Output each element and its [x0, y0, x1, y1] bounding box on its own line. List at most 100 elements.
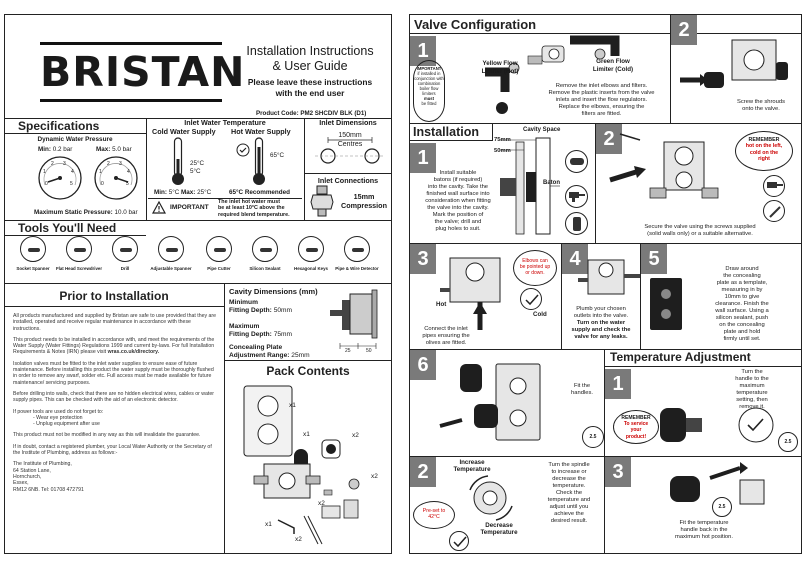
important-note-line1: The inlet hot water must	[218, 199, 280, 205]
pack-qty: x1	[289, 402, 296, 409]
prior-p7: If in doubt, contact a registered plumbe…	[13, 443, 212, 457]
detector-icon	[565, 212, 588, 235]
static-pressure-label: Maximum Static Pressure:	[34, 209, 113, 216]
cavity-dim-50mm: 50mm	[494, 148, 511, 154]
valve-step1-text-4: filters are fitted.	[581, 111, 622, 117]
install-step5-text-3: measuring in by	[721, 287, 763, 293]
tool-label: Silicon Sealant	[249, 266, 281, 271]
install-step5-text-5: clearance. Finish the	[715, 301, 769, 307]
temp-step1-text-0: Turn the	[741, 369, 763, 375]
prior-p4: Before drilling into walls, check that t…	[13, 390, 214, 404]
install-step4-text-0: Plumb your chosen	[576, 306, 626, 312]
gauge-max-tick: 5	[126, 181, 129, 187]
valve-config-header-bar	[409, 14, 802, 34]
prior-addr-2: Hornchurch,	[13, 473, 42, 480]
install-step1-text-4: consideration when fitting	[425, 198, 491, 204]
install-step5-text: Draw around the concealing plate as a te…	[686, 266, 798, 343]
temp-step1-text-4: setting, then	[736, 397, 768, 403]
gauge-max-tick: 3	[119, 161, 122, 167]
prior-text: All products manufactured and supplied b…	[13, 313, 219, 493]
install-row2-divider	[409, 243, 802, 244]
static-pressure-value: 10.0 bar	[114, 209, 138, 216]
cavity-min-value: 50mm	[273, 307, 293, 314]
prior-addr-4: RM12 6NB. Tel: 01708 472791	[13, 486, 84, 493]
temp-step1-text-3: temperature	[736, 390, 768, 396]
spindle-adjust-diagram	[469, 475, 513, 521]
temp-step2-text-2: decrease the	[552, 476, 586, 482]
doc-subtitle: Please leave these instructions with the…	[230, 77, 390, 99]
cavity-dim-75: 75mm	[494, 137, 511, 143]
prior-addr-1: 64 Station Lane,	[13, 467, 51, 474]
valve-important-5: limiters	[422, 91, 436, 96]
concealing-plate-diagram	[650, 278, 682, 330]
install-step2-text-1: (solid walls only) or a suitable alterna…	[647, 231, 753, 237]
spec-col-divider2	[304, 118, 305, 220]
hot-thermometer-icon	[253, 137, 265, 185]
check-icon	[520, 288, 542, 310]
valve-important-0: IMPORTANT	[416, 66, 442, 71]
tool-label: Flat Head Screwdriver	[55, 266, 103, 271]
socket-spanner-icon	[20, 236, 46, 262]
pressure-min-label: Min:	[38, 146, 51, 153]
flow-limiter-diagram	[485, 35, 620, 114]
valve-step2-text-0: Screw the shrouds	[736, 99, 785, 105]
install-step3-text-2: olives are fitted.	[425, 340, 467, 346]
install-step-6-badge: 6	[410, 350, 436, 380]
prior-p2-link[interactable]: wras.co.uk/directory.	[107, 349, 160, 356]
valve-step1-text-0: Remove the inlet elbows and filters.	[555, 83, 648, 89]
install-step6-text-0: Fit the	[573, 383, 591, 389]
increase-temp-1: Temperature	[453, 466, 491, 474]
prior-p3: Isolation valves must be fitted to the i…	[13, 360, 214, 386]
install-step1-text-8: plug holes to suit.	[435, 226, 481, 232]
baton-label: Baton	[543, 180, 560, 186]
temp-row2-divider	[409, 456, 802, 457]
yellow-limiter-line1: Yellow Flow	[482, 60, 518, 67]
cavity-plate-label: Concealing Plate	[229, 344, 283, 351]
tools-title-underline	[4, 235, 146, 236]
install-step-5-badge: 5	[641, 244, 667, 274]
temp-step2-text-8: desired result.	[550, 518, 588, 524]
adjustable-spanner-icon	[158, 236, 184, 262]
temp-step3-text-2: maximum hot position.	[675, 534, 733, 540]
pressure-gauge-max	[94, 156, 138, 200]
cavity-dim-50: 50	[366, 348, 372, 354]
centres-label: Centres	[337, 141, 363, 148]
secure-valve-diagram	[609, 133, 719, 199]
check-icon-2	[449, 531, 469, 551]
gauge-min-tick: 2	[51, 161, 54, 167]
pipe-cutter-icon	[206, 236, 232, 262]
doc-title-line2: & User Guide	[272, 59, 348, 73]
gauge-min-tick: 0	[45, 181, 48, 187]
static-pressure: Maximum Static Pressure: 10.0 bar	[34, 209, 138, 216]
preset-42-note: Pre-set to 42°C	[413, 501, 455, 529]
install-step5-text-1: the concealing	[723, 273, 761, 279]
install-step5-text-10: firmly until set.	[723, 336, 761, 342]
temp-min-label: Min:	[154, 189, 167, 196]
hex-key-size-3: 2.5	[718, 504, 726, 510]
pack-qty: x2	[352, 432, 359, 439]
valve-step2-text: Screw the shrouds onto the valve.	[722, 99, 800, 113]
inlet-conn-value-line2: Compression	[341, 200, 387, 210]
shroud-diagram	[680, 39, 788, 88]
install-step3-text-1: pipes ensuring the	[422, 333, 470, 339]
inlet-centres-diagram	[315, 137, 385, 164]
doc-title: Installation Instructions & User Guide	[230, 44, 390, 74]
doc-subtitle-line2: with the end user	[275, 88, 345, 98]
install-divider-top	[409, 123, 802, 124]
install-step2-text-0: Secure the valve using the screws suppli…	[644, 224, 756, 230]
warning-icon	[151, 200, 167, 214]
install-step-1-badge: 1	[410, 143, 436, 173]
pack-divider-top	[224, 360, 392, 361]
install-step4-bold-1: supply and check the	[571, 327, 631, 333]
install-step-3-badge: 3	[410, 244, 436, 274]
decrease-temp-1: Temperature	[480, 529, 518, 537]
install-step-2-badge: 2	[596, 124, 622, 154]
cold-temp-25: 25°C	[190, 160, 205, 167]
cavity-min-label: Minimum	[229, 299, 258, 306]
install-step1-text-7: the valve; drill and	[434, 219, 482, 225]
install-step1-text-0: Install suitable	[439, 170, 477, 176]
green-limiter-line2: Limiter (Cold)	[592, 65, 634, 73]
cavity-min-line2: Fitting Depth:	[229, 307, 272, 314]
brand-logo: BRISTAN	[40, 48, 246, 96]
tools-divider-top	[4, 220, 392, 221]
